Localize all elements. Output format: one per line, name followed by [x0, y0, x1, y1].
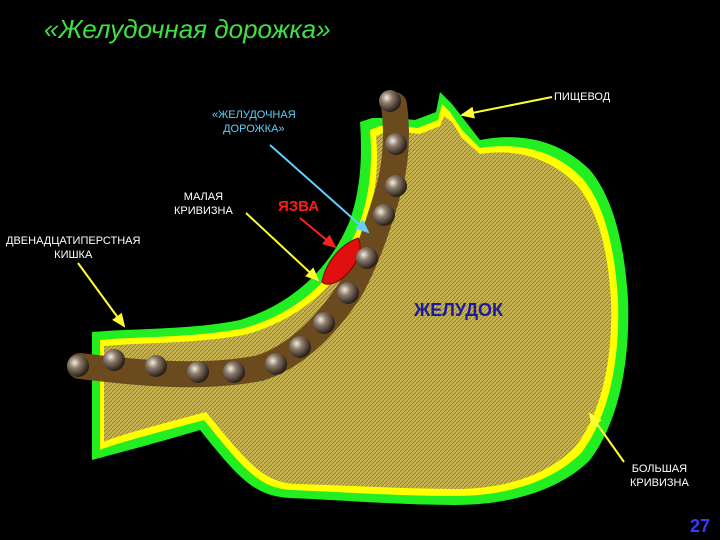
lesser-curvature-label: МАЛАЯ КРИВИЗНА [174, 190, 233, 218]
path-marker [356, 247, 378, 269]
esophagus-label: ПИЩЕВОД [554, 90, 610, 104]
greater-curvature-arrow [588, 412, 625, 463]
path-marker [379, 90, 401, 112]
esophagus-arrow [460, 96, 553, 119]
path-marker [313, 312, 335, 334]
path-marker [385, 175, 407, 197]
path-marker [103, 349, 125, 371]
gastric-path-label-line1: «ЖЕЛУДОЧНАЯ [212, 109, 296, 121]
duodenum-label: ДВЕНАДЦАТИПЕРСТНАЯ КИШКА [6, 234, 140, 262]
stomach-body [92, 92, 629, 505]
greater-curvature-label: БОЛЬШАЯ КРИВИЗНА [630, 462, 689, 490]
path-marker [385, 133, 407, 155]
lesser-curvature-label-line1: МАЛАЯ [183, 191, 224, 203]
page-number: 27 [690, 516, 711, 536]
path-marker [145, 355, 167, 377]
greater-curvature-label-line1: БОЛЬШАЯ [631, 463, 688, 475]
esophagus-label-text: ПИЩЕВОД [554, 91, 611, 103]
slide-title: «Желудочная дорожка» [44, 14, 331, 44]
gastric-path-label-line2: ДОРОЖКА» [223, 123, 285, 135]
lesser-curvature-label-line2: КРИВИЗНА [174, 205, 233, 217]
greater-curvature-label-line2: КРИВИЗНА [630, 477, 689, 489]
path-marker [187, 361, 209, 383]
ulcer-arrow [299, 217, 337, 249]
duodenum-arrow [77, 262, 126, 328]
path-marker [223, 361, 245, 383]
path-marker [337, 282, 359, 304]
path-marker [265, 353, 287, 375]
gastric-path-label: «ЖЕЛУДОЧНАЯ ДОРОЖКА» [212, 108, 296, 136]
path-markers [67, 90, 407, 383]
path-marker [373, 204, 395, 226]
duodenum-label-line2: КИШКА [54, 249, 93, 261]
gastric-path-arrow [269, 144, 370, 234]
path-marker [289, 336, 311, 358]
ulcer-label: ЯЗВА [278, 198, 320, 215]
stomach-label: ЖЕЛУДОК [414, 300, 503, 320]
lesser-curvature-arrow [245, 212, 320, 282]
path-marker [67, 355, 89, 377]
duodenum-label-line1: ДВЕНАДЦАТИПЕРСТНАЯ [6, 235, 141, 247]
